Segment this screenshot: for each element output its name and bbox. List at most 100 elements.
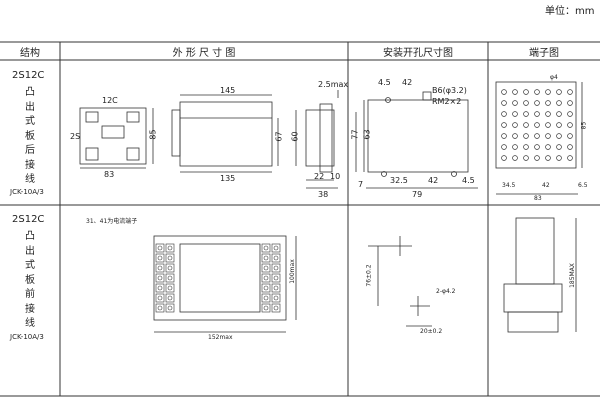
- terminal-dot: [545, 111, 551, 117]
- terminal-dot: [501, 89, 507, 95]
- front-terminal: [165, 293, 175, 303]
- row1-chars: 凸出式 板后接 线: [25, 87, 35, 185]
- terminal-dot: [556, 155, 562, 161]
- row2-model: 2S12C: [12, 214, 45, 225]
- front-terminal-screw: [157, 255, 163, 261]
- dim-t-phi4: φ4: [550, 74, 558, 81]
- dim-2-5max: 2.5max: [318, 80, 349, 89]
- dim-m-4-5b: 4.5: [462, 176, 475, 185]
- dim-145: 145: [220, 86, 236, 95]
- note-current-terminals: 31、41为电流端子: [86, 218, 138, 225]
- row2-chars: 凸出式 板前接 线: [25, 231, 35, 329]
- terminal-dot: [567, 100, 573, 106]
- front-terminal-screw: [273, 265, 279, 271]
- front-terminal: [155, 243, 165, 253]
- terminal-dot: [534, 100, 540, 106]
- front-terminal-screw: [157, 295, 163, 301]
- front-terminals-2: [155, 243, 281, 313]
- dim-85: 85: [148, 129, 158, 140]
- terminal-dot: [501, 155, 507, 161]
- terminal-dot: [556, 133, 562, 139]
- terminal-dot: [501, 111, 507, 117]
- front-terminal-screw: [167, 275, 173, 281]
- front-terminal: [271, 303, 281, 313]
- front-terminal: [261, 293, 271, 303]
- dim-100max: 100max: [288, 259, 296, 284]
- dim-83: 83: [104, 170, 115, 179]
- front-terminal: [271, 263, 281, 273]
- front-terminal: [261, 273, 271, 283]
- header-outline: 外 形 尺 寸 图: [172, 48, 236, 59]
- terminal-dot: [501, 100, 507, 106]
- front-terminal: [165, 273, 175, 283]
- front-terminal: [155, 273, 165, 283]
- dim-t-6-5: 6.5: [578, 182, 588, 189]
- terminal-dot: [523, 89, 529, 95]
- dim-22: 22: [314, 172, 325, 181]
- header-mounting: 安装开孔尺寸图: [383, 48, 453, 59]
- terminal-dots-1: [501, 89, 573, 161]
- front-terminal-screw: [263, 285, 269, 291]
- front-terminal: [165, 263, 175, 273]
- dim-rm: RM2×2: [432, 97, 462, 106]
- dim-152max: 152max: [208, 334, 233, 341]
- terminal-dot: [534, 89, 540, 95]
- dim-38: 38: [318, 190, 329, 199]
- front-terminal: [261, 303, 271, 313]
- front-terminal-screw: [157, 265, 163, 271]
- terminal-drawing-1: [495, 81, 583, 195]
- front-terminal: [261, 253, 271, 263]
- terminal-dot: [545, 122, 551, 128]
- terminal-dot: [501, 133, 507, 139]
- side-view-drawing-2: [503, 217, 577, 333]
- side-view-drawing-1: [171, 94, 279, 173]
- terminal-dot: [512, 89, 518, 95]
- terminal-dot: [545, 100, 551, 106]
- dim-2s: 2S: [70, 132, 81, 141]
- dim-20: 20±0.2: [420, 328, 443, 335]
- terminal-dot: [512, 133, 518, 139]
- front-terminal-screw: [273, 275, 279, 281]
- dim-m-32-5: 32.5: [390, 176, 408, 185]
- row1-code: JCK-10A/3: [10, 188, 44, 196]
- front-terminal-screw: [167, 285, 173, 291]
- terminal-dot: [523, 133, 529, 139]
- dim-60: 60: [290, 131, 300, 142]
- front-view-drawing-2: [153, 235, 297, 333]
- terminal-dot: [556, 111, 562, 117]
- front-terminal-screw: [157, 305, 163, 311]
- front-terminal-screw: [263, 245, 269, 251]
- front-terminal: [271, 273, 281, 283]
- terminal-dot: [523, 144, 529, 150]
- front-terminal-screw: [167, 305, 173, 311]
- terminal-dot: [512, 155, 518, 161]
- front-terminal-screw: [273, 285, 279, 291]
- front-terminal: [261, 263, 271, 273]
- terminal-dot: [567, 155, 573, 161]
- terminal-dot: [523, 111, 529, 117]
- dim-m-4-5a: 4.5: [378, 78, 391, 87]
- terminal-dot: [545, 144, 551, 150]
- front-terminal: [271, 253, 281, 263]
- row1-model: 2S12C: [12, 70, 45, 81]
- front-terminal-screw: [263, 255, 269, 261]
- front-terminal: [155, 303, 165, 313]
- front-terminal: [271, 283, 281, 293]
- dim-holes: 2-φ4.2: [436, 288, 456, 295]
- terminal-dot: [567, 122, 573, 128]
- front-terminal-screw: [263, 265, 269, 271]
- terminal-dot: [512, 100, 518, 106]
- dim-m-42b: 42: [428, 176, 439, 185]
- terminal-dot: [534, 155, 540, 161]
- terminal-dot: [534, 111, 540, 117]
- front-terminal: [165, 303, 175, 313]
- dim-m-79: 79: [412, 190, 423, 199]
- front-terminal: [155, 283, 165, 293]
- dim-t-34-5: 34.5: [502, 182, 516, 189]
- terminal-dot: [523, 155, 529, 161]
- terminal-dot: [534, 122, 540, 128]
- front-terminal-screw: [157, 245, 163, 251]
- terminal-dot: [512, 122, 518, 128]
- front-terminal: [271, 243, 281, 253]
- dim-76: 76±0.2: [365, 264, 373, 287]
